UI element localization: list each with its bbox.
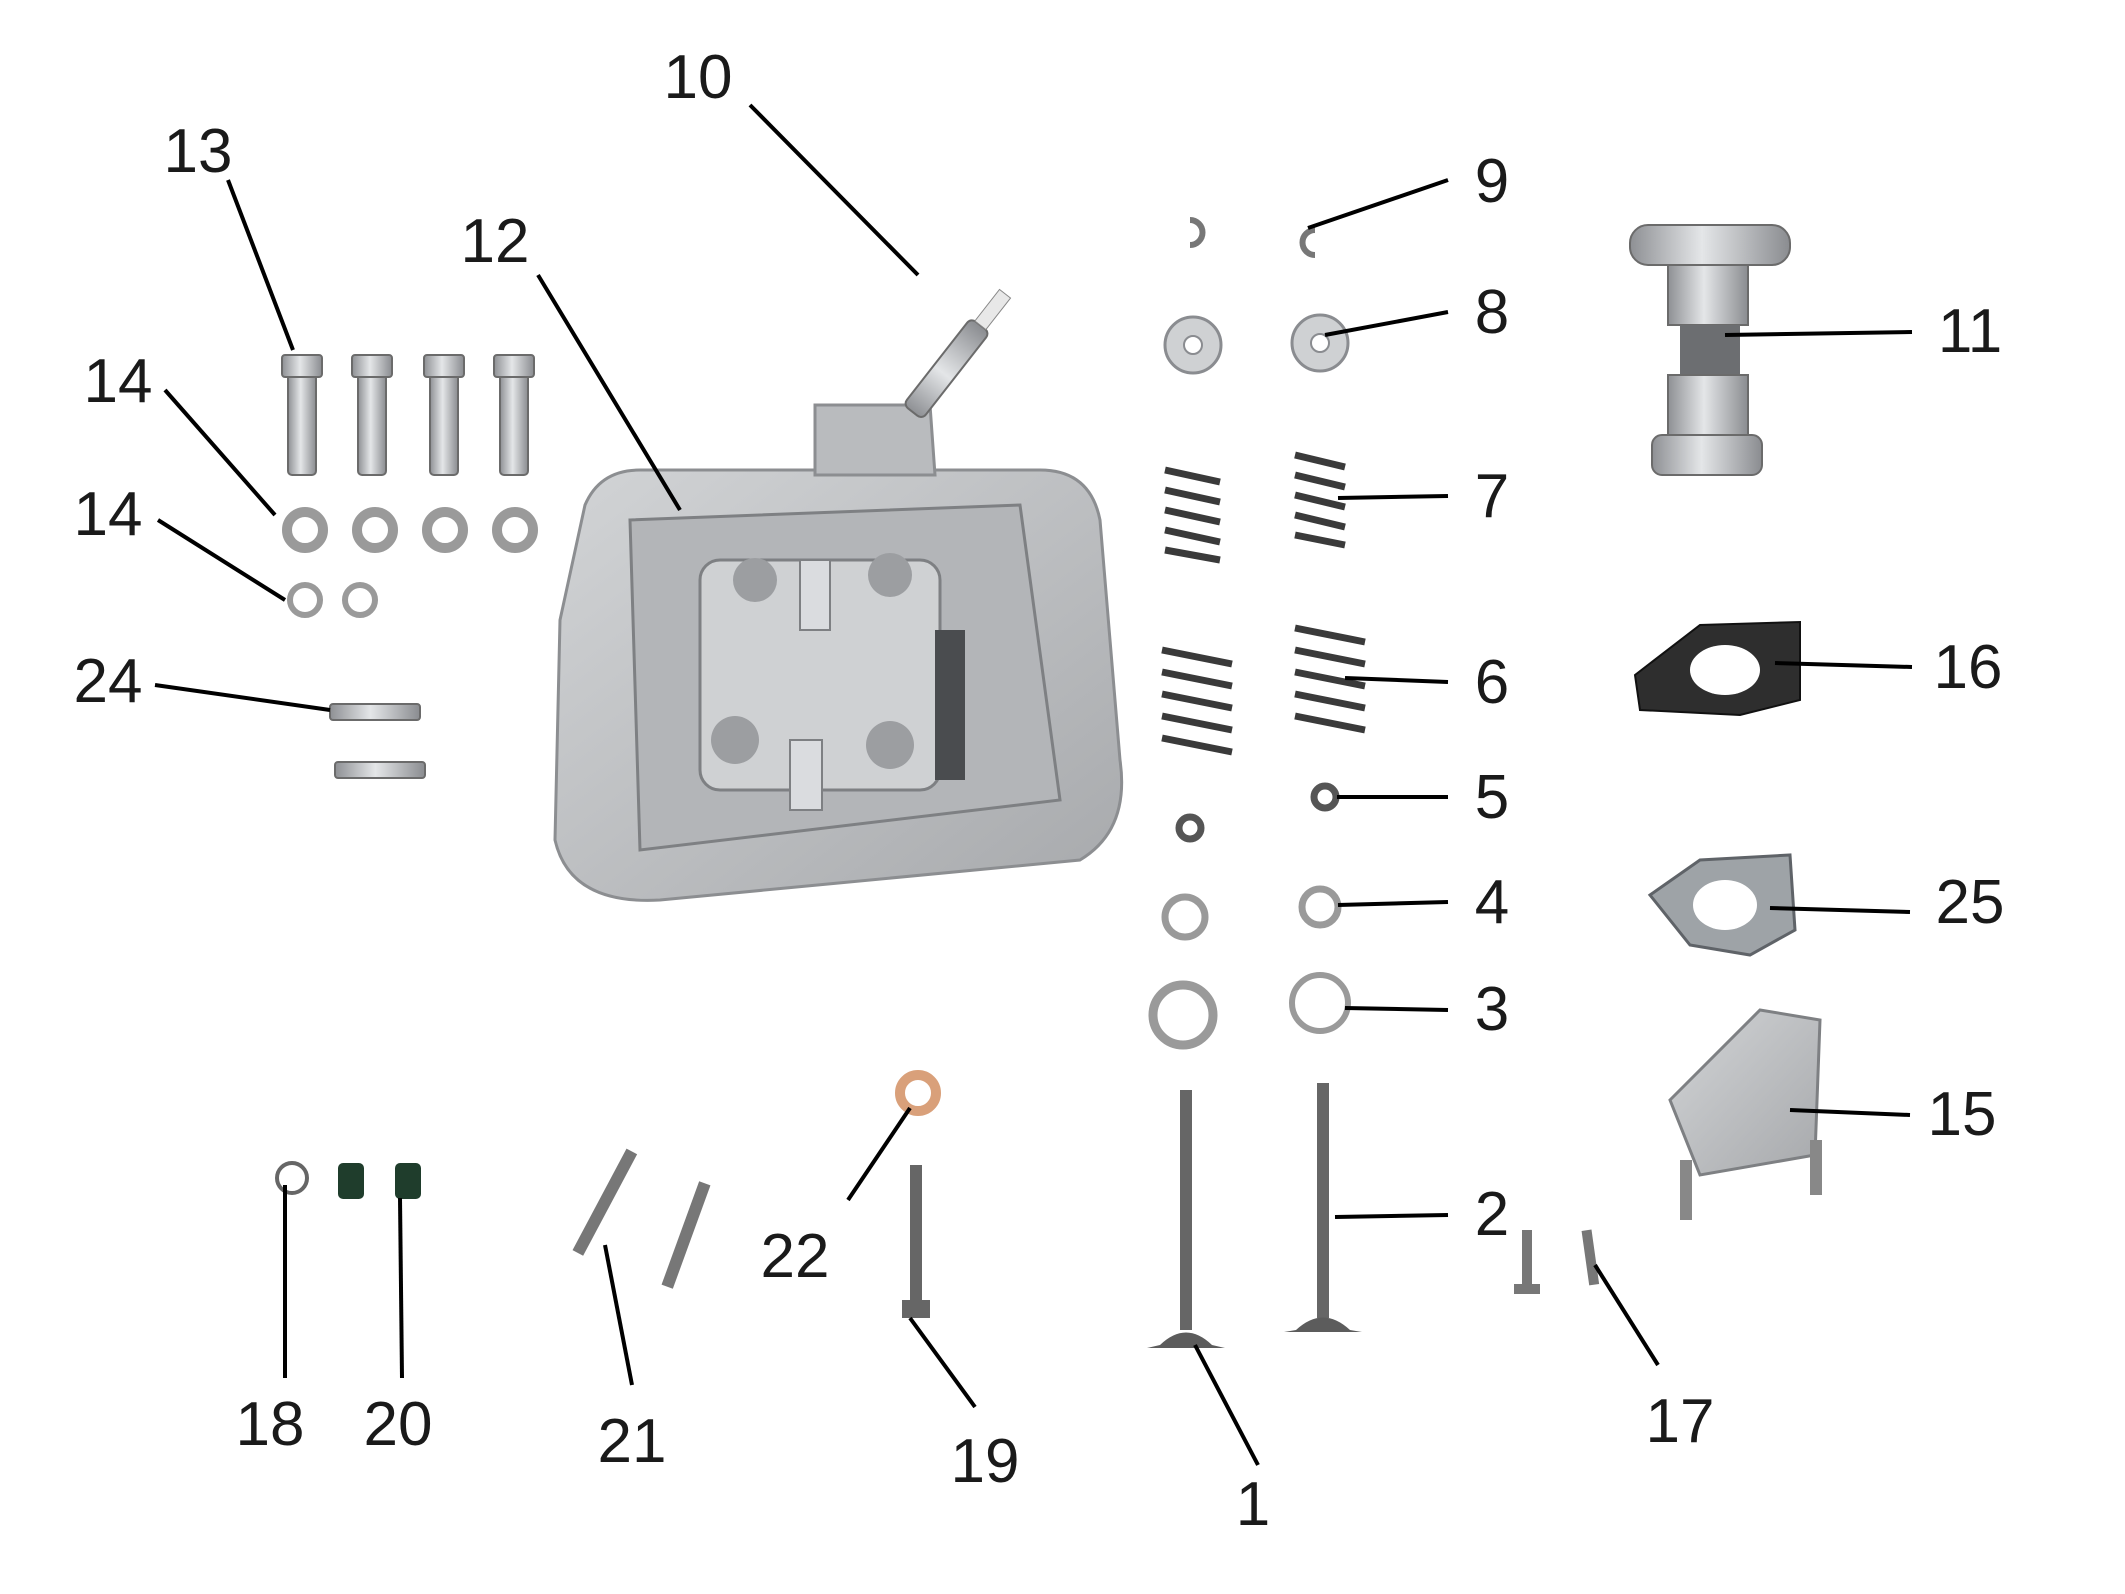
- camshaft: [1629, 224, 1791, 476]
- inner-valve-springs: [1164, 451, 1346, 564]
- callout-22: 22: [761, 1222, 830, 1291]
- callout-14a: 14: [84, 347, 153, 416]
- leader-3: [1344, 1006, 1449, 1012]
- callout-3: 3: [1475, 975, 1509, 1044]
- callout-2: 2: [1475, 1180, 1509, 1249]
- callout-labels: 1 2 3 4 5 6 7 8 9 10 11 12 13 14 14 15 1…: [74, 43, 2005, 1539]
- leader-4: [1337, 900, 1449, 907]
- callout-24: 24: [74, 647, 143, 716]
- rubber-seals: [338, 1163, 421, 1199]
- intake-manifold: [1668, 1008, 1822, 1220]
- leader-8: [1324, 310, 1449, 337]
- leader-14a: [163, 388, 277, 517]
- leader-10: [748, 103, 920, 277]
- leader-11: [1724, 330, 1913, 337]
- exhaust-valve: [1147, 1090, 1225, 1348]
- callout-16: 16: [1934, 633, 2003, 702]
- leader-25: [1769, 906, 1911, 914]
- leader-13: [226, 179, 295, 351]
- callout-11: 11: [1938, 297, 2002, 366]
- outer-valve-springs: [1161, 624, 1366, 756]
- intake-gasket: [1647, 853, 1797, 957]
- callout-19: 19: [951, 1427, 1020, 1496]
- valve-stem-seals: [1175, 782, 1340, 843]
- intake-valve: [1284, 1083, 1362, 1332]
- callout-21: 21: [598, 1407, 667, 1476]
- spring-seats: [1148, 885, 1351, 1050]
- o-ring: [275, 1161, 309, 1195]
- callout-25: 25: [1936, 868, 2005, 937]
- leader-lines: [154, 103, 1913, 1466]
- leader-20: [398, 1197, 404, 1379]
- long-bolt: [902, 1165, 930, 1318]
- callout-15: 15: [1928, 1080, 1997, 1149]
- callout-20: 20: [364, 1390, 433, 1459]
- callout-9: 9: [1475, 147, 1509, 216]
- copper-washer: [895, 1070, 941, 1116]
- leader-9: [1307, 178, 1449, 230]
- leader-14b: [156, 518, 287, 602]
- cylinder-head: [553, 403, 1124, 902]
- spark-plug: [904, 288, 1012, 418]
- leader-1: [1193, 1344, 1260, 1466]
- valve-keepers: [1189, 217, 1316, 258]
- callout-8: 8: [1475, 278, 1509, 347]
- callout-13: 13: [164, 117, 233, 186]
- head-bolt-washers: [282, 507, 538, 618]
- leader-12: [536, 273, 682, 512]
- callout-6: 6: [1475, 648, 1509, 717]
- flange-bolts: [572, 1148, 711, 1289]
- leader-21: [603, 1244, 634, 1386]
- leader-2: [1334, 1213, 1449, 1219]
- callout-7: 7: [1475, 462, 1509, 531]
- head-bolts: [281, 354, 535, 476]
- callout-17: 17: [1646, 1387, 1715, 1456]
- leader-16: [1774, 661, 1913, 669]
- leader-6: [1344, 676, 1449, 684]
- leader-24: [154, 683, 331, 712]
- spring-retainers: [1163, 313, 1350, 375]
- callout-4: 4: [1475, 868, 1509, 937]
- callout-10: 10: [664, 43, 733, 112]
- callout-12: 12: [461, 207, 530, 276]
- studs: [329, 703, 426, 779]
- leader-19: [908, 1316, 977, 1409]
- callout-1: 1: [1236, 1470, 1270, 1539]
- callout-18: 18: [236, 1390, 305, 1459]
- leader-22: [846, 1106, 912, 1202]
- intake-insulator: [1633, 620, 1801, 717]
- callout-14b: 14: [74, 480, 143, 549]
- leader-15: [1789, 1108, 1911, 1117]
- leader-17: [1593, 1263, 1660, 1367]
- leader-7: [1337, 494, 1449, 500]
- small-screws: [1514, 1229, 1600, 1294]
- callout-5: 5: [1475, 763, 1509, 832]
